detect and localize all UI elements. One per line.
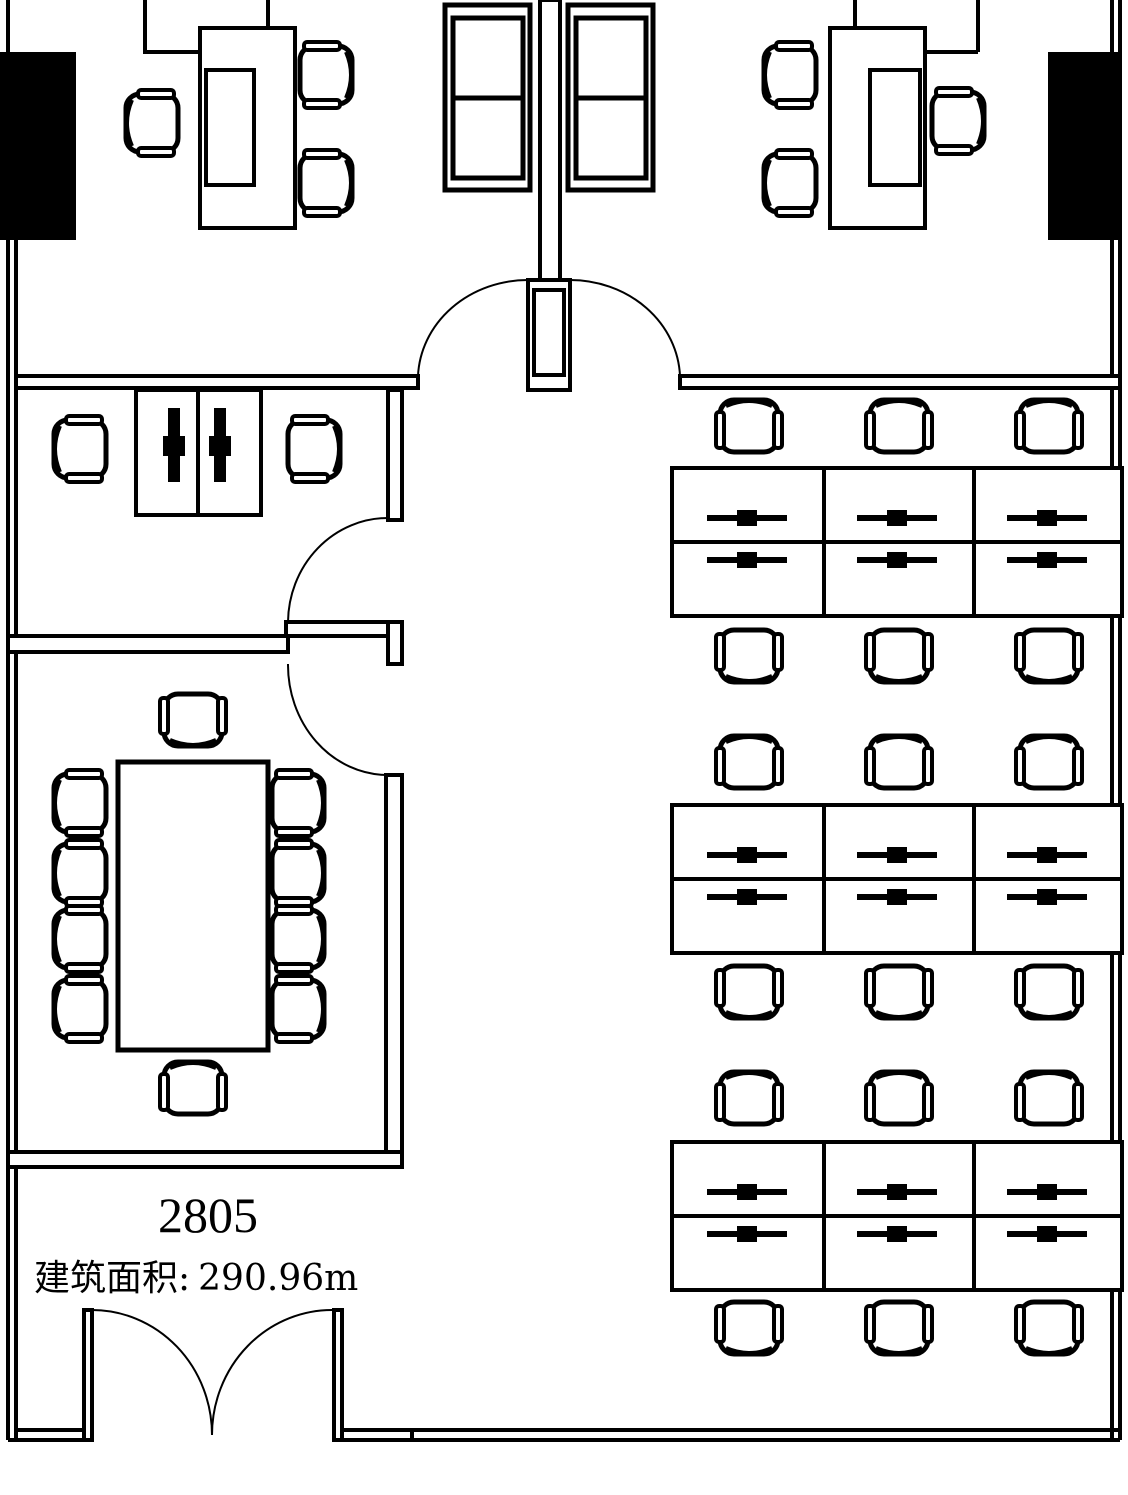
unit-area-label: 建筑面积 [34,1258,178,1299]
office-chair-left [126,90,178,156]
center-partition [526,0,572,392]
meeting-chair-bottom [160,1062,226,1114]
entrance-door [91,1308,335,1436]
small-room-door [287,517,389,623]
unit-area-separator: : [178,1258,190,1299]
meeting-table [115,759,271,1053]
meeting-chair-left-4 [54,976,106,1042]
small-room-cabinet [134,388,263,517]
meeting-chair-left-3 [54,906,106,972]
meeting-room-door [286,663,387,776]
meeting-chair-left-1 [54,770,106,836]
unit-area: 建筑面积:290.96m [34,1258,358,1299]
small-room-walls [6,388,404,666]
meeting-chair-right-3 [272,906,324,972]
office-desk-left [143,0,297,230]
meeting-chair-left-2 [54,840,106,906]
meeting-chair-right-2 [272,840,324,906]
guest-chair-right-1 [764,42,816,108]
workstation-block-3 [672,1142,1122,1290]
column-right [1048,52,1120,240]
guest-chair-right-2 [764,150,816,216]
door-arcs-top [417,278,681,377]
meeting-chair-top [160,694,226,746]
small-room-chair-1 [54,416,106,482]
mid-wall-right [678,374,1122,390]
guest-chair-left-2 [300,150,352,216]
office-chair-right [932,88,984,154]
workstation-block-2 [672,805,1122,953]
guest-chair-left-1 [300,42,352,108]
office-desk-right [828,0,980,230]
mid-wall-left [14,374,420,390]
workstation-block-1 [672,468,1122,616]
cabinet-top-left [442,2,533,193]
small-room-chair-2 [288,416,340,482]
meeting-chair-right-4 [272,976,324,1042]
meeting-chair-right-1 [272,770,324,836]
meeting-room-walls [6,773,404,1169]
unit-area-value: 290.96m [198,1258,358,1299]
column-left [0,52,76,240]
cabinet-top-right [565,2,656,193]
unit-number: 2805 [158,1187,258,1243]
